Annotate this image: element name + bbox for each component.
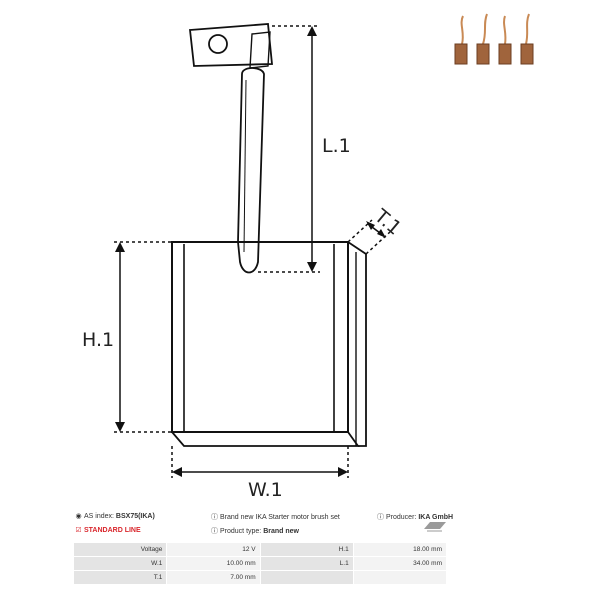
standard-line-badge: ☑STANDARD LINE	[75, 526, 141, 534]
producer-label: Producer:	[386, 514, 417, 521]
spec-value: 34.00 mm	[352, 556, 448, 571]
brush-thumb-3	[498, 15, 512, 65]
description-text: Brand new IKA Starter motor brush set	[220, 514, 340, 521]
table-row: Voltage 12 V H.1 18.00 mm	[72, 542, 448, 557]
brush-side-face	[347, 241, 367, 447]
info-icon: ⓘ	[211, 514, 218, 521]
brush-thumb-1	[454, 15, 468, 65]
brush-thumb-2	[476, 13, 490, 65]
info-icon: ⓘ	[377, 514, 384, 521]
ika-logo-icon	[424, 522, 446, 532]
product-thumbnail	[454, 13, 534, 65]
spec-label: W.1	[72, 556, 168, 571]
spec-label: Voltage	[72, 542, 168, 557]
producer-value: IKA GmbH	[418, 514, 454, 521]
terminal-tab	[189, 23, 273, 67]
spec-label	[259, 570, 354, 585]
spec-value	[352, 570, 448, 585]
as-index-label: AS index:	[84, 513, 114, 520]
lead-wire	[237, 67, 265, 274]
as-index-value: BSX75(IKA)	[115, 513, 155, 520]
spec-label: T.1	[72, 570, 168, 585]
label-thickness: T.1	[369, 204, 405, 239]
eye-icon: ◉	[75, 513, 82, 520]
as-index: ◉AS index: BSX75(IKA)	[75, 512, 155, 520]
label-length: L.1	[322, 135, 351, 157]
brush-dimension-drawing: L.1 H.1 W.1 T.1	[82, 23, 405, 501]
spec-value: 18.00 mm	[352, 542, 448, 557]
product-type-label: Product type:	[220, 528, 262, 535]
brush-thumb-4	[520, 13, 534, 65]
product-type-value: Brand new	[263, 528, 299, 535]
specs-table: Voltage 12 V H.1 18.00 mm W.1 10.00 mm L…	[72, 542, 448, 585]
label-width: W.1	[248, 479, 283, 501]
label-height: H.1	[82, 329, 114, 351]
spec-value: 7.00 mm	[166, 570, 261, 585]
spec-value: 10.00 mm	[166, 556, 261, 571]
table-row: T.1 7.00 mm	[72, 570, 448, 585]
standard-line-text: STANDARD LINE	[84, 527, 141, 534]
spec-label: H.1	[259, 542, 354, 557]
checkbox-icon: ☑	[75, 527, 82, 534]
table-row: W.1 10.00 mm L.1 34.00 mm	[72, 556, 448, 571]
spec-value: 12 V	[166, 542, 261, 557]
spec-label: L.1	[259, 556, 354, 571]
info-icon: ⓘ	[211, 528, 218, 535]
brush-body-outline	[171, 241, 349, 433]
